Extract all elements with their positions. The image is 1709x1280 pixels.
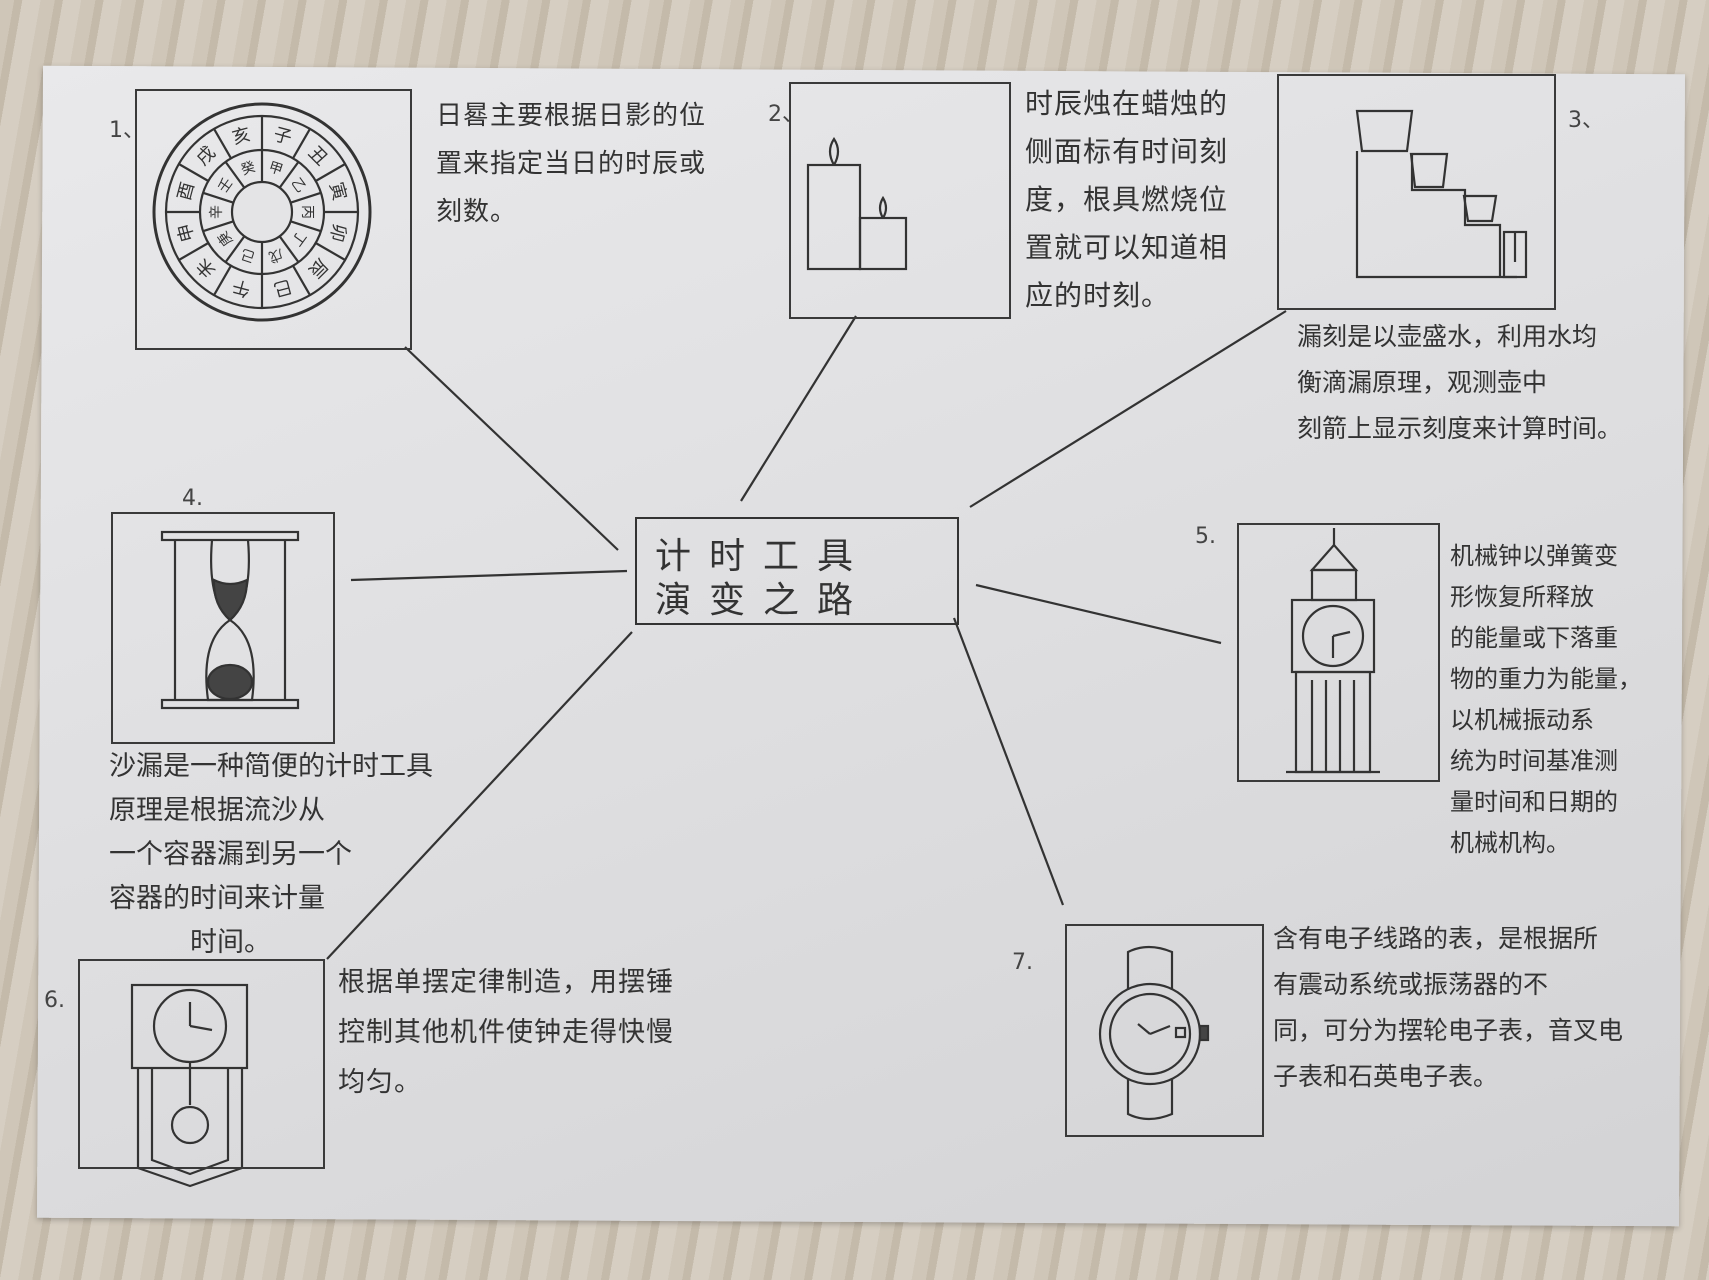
- sundial-spoke: [178, 242, 209, 261]
- sundial-drawing: [152, 102, 372, 322]
- sundial-spoke: [213, 265, 232, 296]
- node-text-4: 沙漏是一种简便的计时工具 原理是根据流沙从 一个容器漏到另一个 容器的时间来计量…: [109, 751, 433, 958]
- central-topic: 计时工具 演变之路: [635, 517, 959, 625]
- connector-1: [404, 346, 619, 551]
- clock-tower-box: [1237, 523, 1440, 782]
- sundial-box: [135, 89, 412, 350]
- sundial-spoke: [202, 191, 234, 204]
- sundial-spoke: [315, 163, 346, 182]
- wristwatch-drawing: [1098, 945, 1210, 1121]
- sundial-spoke: [224, 161, 246, 189]
- wristwatch-box: [1065, 924, 1264, 1137]
- connector-7: [952, 617, 1065, 906]
- node-number-6: 6.: [44, 988, 65, 1013]
- title-line-2: 演变之路: [655, 580, 872, 621]
- title-line-1: 计时工具: [655, 536, 872, 577]
- sundial-spoke: [202, 220, 234, 233]
- node-number-1: 1、: [109, 118, 145, 143]
- node-text-3: 漏刻是以壶盛水，利用水均 衡滴漏原理，观测壶中 刻箭上显示刻度来计算时间。: [1297, 322, 1623, 443]
- hourglass-drawing: [160, 530, 300, 710]
- sundial-spoke: [178, 163, 209, 182]
- hourglass-box: [111, 512, 335, 744]
- node-number-4: 4.: [182, 486, 203, 511]
- connector-3: [969, 310, 1287, 508]
- connector-6: [326, 631, 633, 960]
- pendulum-clock-box: [78, 959, 325, 1169]
- candle-clock-box: [789, 82, 1011, 319]
- sundial-spoke: [278, 235, 300, 263]
- sundial-spoke: [315, 242, 346, 261]
- sundial-spoke: [278, 161, 300, 189]
- water-clock-drawing: [1355, 109, 1528, 279]
- node-number-7: 7.: [1012, 950, 1033, 975]
- node-number-2: 2、: [768, 102, 804, 127]
- sundial-spoke: [290, 191, 322, 204]
- sundial-spoke: [292, 128, 311, 159]
- pendulum-clock-drawing: [130, 983, 249, 1188]
- node-text-5: 机械钟以弹簧变 形恢复所释放 的能量或下落重 物的重力为能量， 以机械振动系 统…: [1450, 542, 1642, 857]
- node-text-6: 根据单摆定律制造，用摆锤 控制其他机件使钟走得快慢 均匀。: [338, 967, 674, 1098]
- node-text-7: 含有电子线路的表，是根据所 有震动系统或振荡器的不 同，可分为摆轮电子表，音叉电…: [1273, 924, 1624, 1091]
- connector-5: [975, 583, 1222, 645]
- sundial-spoke: [292, 265, 311, 296]
- node-number-3: 3、: [1568, 108, 1604, 133]
- sundial-spoke: [224, 235, 246, 263]
- node-text-2: 时辰烛在蜡烛的 侧面标有时间刻 度，根具燃烧位 置就可以知道相 应的时刻。: [1025, 87, 1229, 312]
- sundial-spoke: [290, 220, 322, 233]
- connector-4: [350, 569, 628, 582]
- candle-drawing: [806, 137, 908, 271]
- sundial-spoke: [213, 128, 232, 159]
- water-clock-box: [1277, 74, 1556, 310]
- node-text-1: 日晷主要根据日影的位 置来指定当日的时辰或 刻数。: [436, 101, 707, 227]
- connector-2: [740, 315, 857, 502]
- clock-tower-drawing: [1286, 528, 1380, 774]
- node-number-5: 5.: [1195, 524, 1216, 549]
